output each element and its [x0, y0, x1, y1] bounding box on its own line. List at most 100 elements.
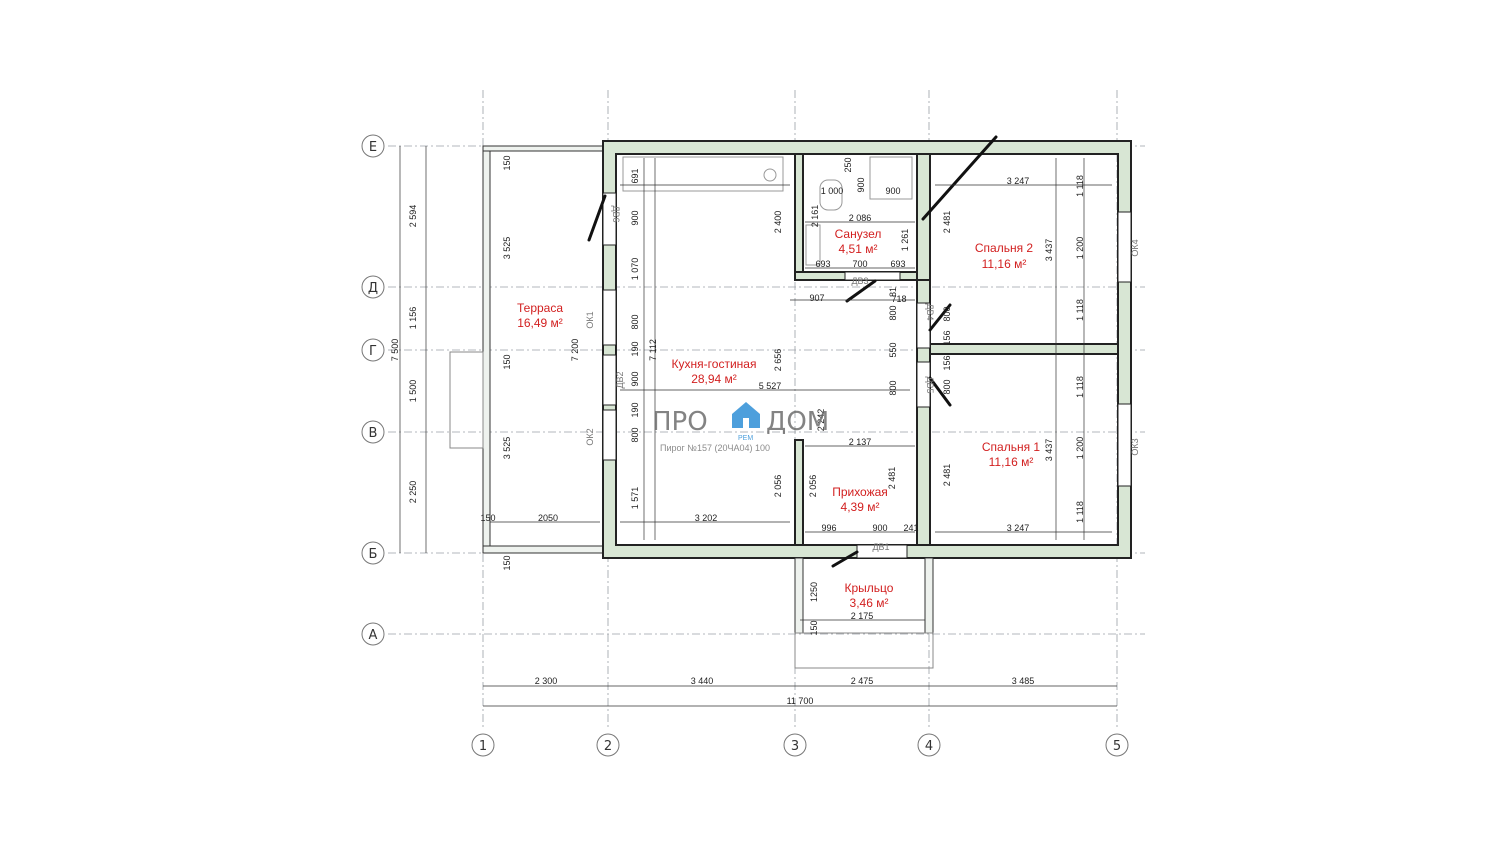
axis-col-5-label: 5 — [1113, 739, 1121, 754]
logo-subtext: РЕМ — [738, 435, 753, 442]
dim-label: 1250 — [809, 582, 819, 602]
dim-label: 3 202 — [695, 513, 718, 523]
terrace-dimensions: 150 3 525 150 3 525 150 2050 150 — [480, 155, 558, 570]
bathroom-fixtures — [622, 156, 913, 266]
dim-label: 2050 — [538, 513, 558, 523]
terrace — [449, 145, 609, 554]
dim-label: 2 086 — [849, 213, 872, 223]
axis-col-3-label: 3 — [791, 739, 799, 754]
axis-markers: 1 2 3 4 5 Е Д Г В Б А — [361, 134, 1129, 757]
dimension-lines — [399, 146, 1117, 707]
dim-label: 150 — [502, 354, 512, 369]
dim-label: 2 656 — [773, 349, 783, 372]
kitchen-dimensions: 691 900 1 070 800 190 900 190 800 1 571 … — [570, 168, 826, 523]
dim-label: 2 161 — [810, 205, 820, 228]
dim-label: 900 — [872, 523, 887, 533]
logo-text-left: ПРО — [652, 407, 708, 437]
dim-label: 800 — [888, 305, 898, 320]
door-leaves — [587, 135, 998, 568]
axis-col-3 — [783, 733, 807, 757]
axis-row-a — [361, 622, 385, 646]
dim-label: 1 200 — [1075, 237, 1085, 260]
dim-label: 7 200 — [570, 339, 580, 362]
dim-label: 800 — [630, 427, 640, 442]
room-kitchen-name: Кухня-гостиная — [672, 357, 757, 371]
axis-col-2 — [596, 733, 620, 757]
axis-row-g — [361, 338, 385, 362]
dim-label: 1 118 — [1075, 299, 1085, 321]
axis-row-d — [361, 275, 385, 299]
porch-dimensions: 1250 150 2 175 — [809, 582, 873, 636]
porch — [794, 557, 934, 669]
dim-label: 2 481 — [942, 464, 952, 487]
opening-labels: ДВ1 ДВ2 ДВ3 ДВ4 ДВ5 ДВ6 ОК1 ОК2 ОК3 ОК4 — [585, 205, 1140, 552]
dim-label: 190 — [630, 402, 640, 417]
dim-label: 3 437 — [1044, 439, 1054, 462]
sink-icon — [763, 168, 777, 182]
dim-label: 3 437 — [1044, 239, 1054, 262]
dim-v-b: 2 250 — [408, 481, 418, 504]
room-hall-area: 4,39 м² — [841, 500, 880, 514]
axis-row-d-label: Д — [368, 281, 378, 296]
dim-label: 2 175 — [851, 611, 874, 621]
room-porch-area: 3,46 м² — [850, 596, 889, 610]
dim-label: 150 — [480, 513, 495, 523]
axis-col-4-label: 4 — [925, 739, 933, 754]
dim-label: 2 242 — [816, 409, 826, 432]
logo-tagline: Пирог №157 (20ЧА04) 100 — [660, 443, 770, 453]
dim-label: 81 — [888, 287, 898, 297]
corridor-dimensions: 81 718 800 550 800 — [888, 287, 907, 396]
logo-text-right: ДОМ — [766, 407, 829, 437]
dim-label: 1 261 — [900, 229, 910, 252]
axis-row-v — [361, 420, 385, 444]
room-bed2-area: 11,16 м² — [982, 257, 1027, 271]
label-dv2: ДВ2 — [615, 371, 625, 388]
axis-col-5 — [1105, 733, 1129, 757]
label-dv1: ДВ1 — [872, 542, 889, 552]
axis-col-1 — [471, 733, 495, 757]
label-ok3: ОК3 — [1130, 438, 1140, 455]
dim-label: 900 — [856, 177, 866, 192]
dim-label: 1 000 — [821, 186, 844, 196]
dim-1-2: 2 300 — [535, 676, 558, 686]
dim-total-width: 11 700 — [787, 696, 814, 706]
dim-label: 2 137 — [849, 437, 872, 447]
brand-logo: ПРО ДОМ РЕМ Пирог №157 (20ЧА04) 100 — [652, 402, 829, 453]
dim-label: 3 247 — [1007, 523, 1030, 533]
dim-label: 2 481 — [887, 467, 897, 490]
dim-label: 150 — [502, 155, 512, 170]
dim-label: 693 — [890, 259, 905, 269]
room-bed2-name: Спальня 2 — [975, 241, 1034, 255]
dim-label: 156 — [942, 355, 952, 370]
axis-row-b — [361, 541, 385, 565]
dim-label: 900 — [630, 371, 640, 386]
dim-label: 3 525 — [502, 437, 512, 460]
dim-label: 150 — [502, 555, 512, 570]
dim-label: 800 — [942, 306, 952, 321]
room-bed1-area: 11,16 м² — [989, 455, 1034, 469]
dim-label: 900 — [885, 186, 900, 196]
axis-row-e-label: Е — [369, 140, 377, 155]
room-bath-area: 4,51 м² — [839, 242, 878, 256]
label-ok4: ОК4 — [1130, 239, 1140, 256]
dim-2-3: 3 440 — [691, 676, 714, 686]
label-dv5: ДВ5 — [925, 376, 935, 393]
dim-label: 1 118 — [1075, 376, 1085, 398]
dim-label: 691 — [630, 168, 640, 183]
dim-label: 907 — [809, 293, 824, 303]
dim-label: 1 200 — [1075, 437, 1085, 460]
left-dimensions: 2 594 1 156 1 500 2 250 7 500 — [390, 205, 418, 504]
axis-col-4 — [917, 733, 941, 757]
dim-label: 700 — [852, 259, 867, 269]
dim-4-5: 3 485 — [1012, 676, 1035, 686]
dim-g-v: 1 500 — [408, 380, 418, 403]
dim-label: 241 — [903, 523, 918, 533]
dim-e-d: 2 594 — [408, 205, 418, 228]
dim-label: 250 — [843, 157, 853, 172]
dim-label: 718 — [891, 294, 906, 304]
label-dv6: ДВ6 — [611, 205, 621, 222]
room-terrace-name: Терраса — [517, 301, 563, 315]
axis-row-v-label: В — [369, 426, 378, 441]
dim-label: 1 571 — [630, 487, 640, 510]
dim-label: 5 527 — [759, 381, 782, 391]
